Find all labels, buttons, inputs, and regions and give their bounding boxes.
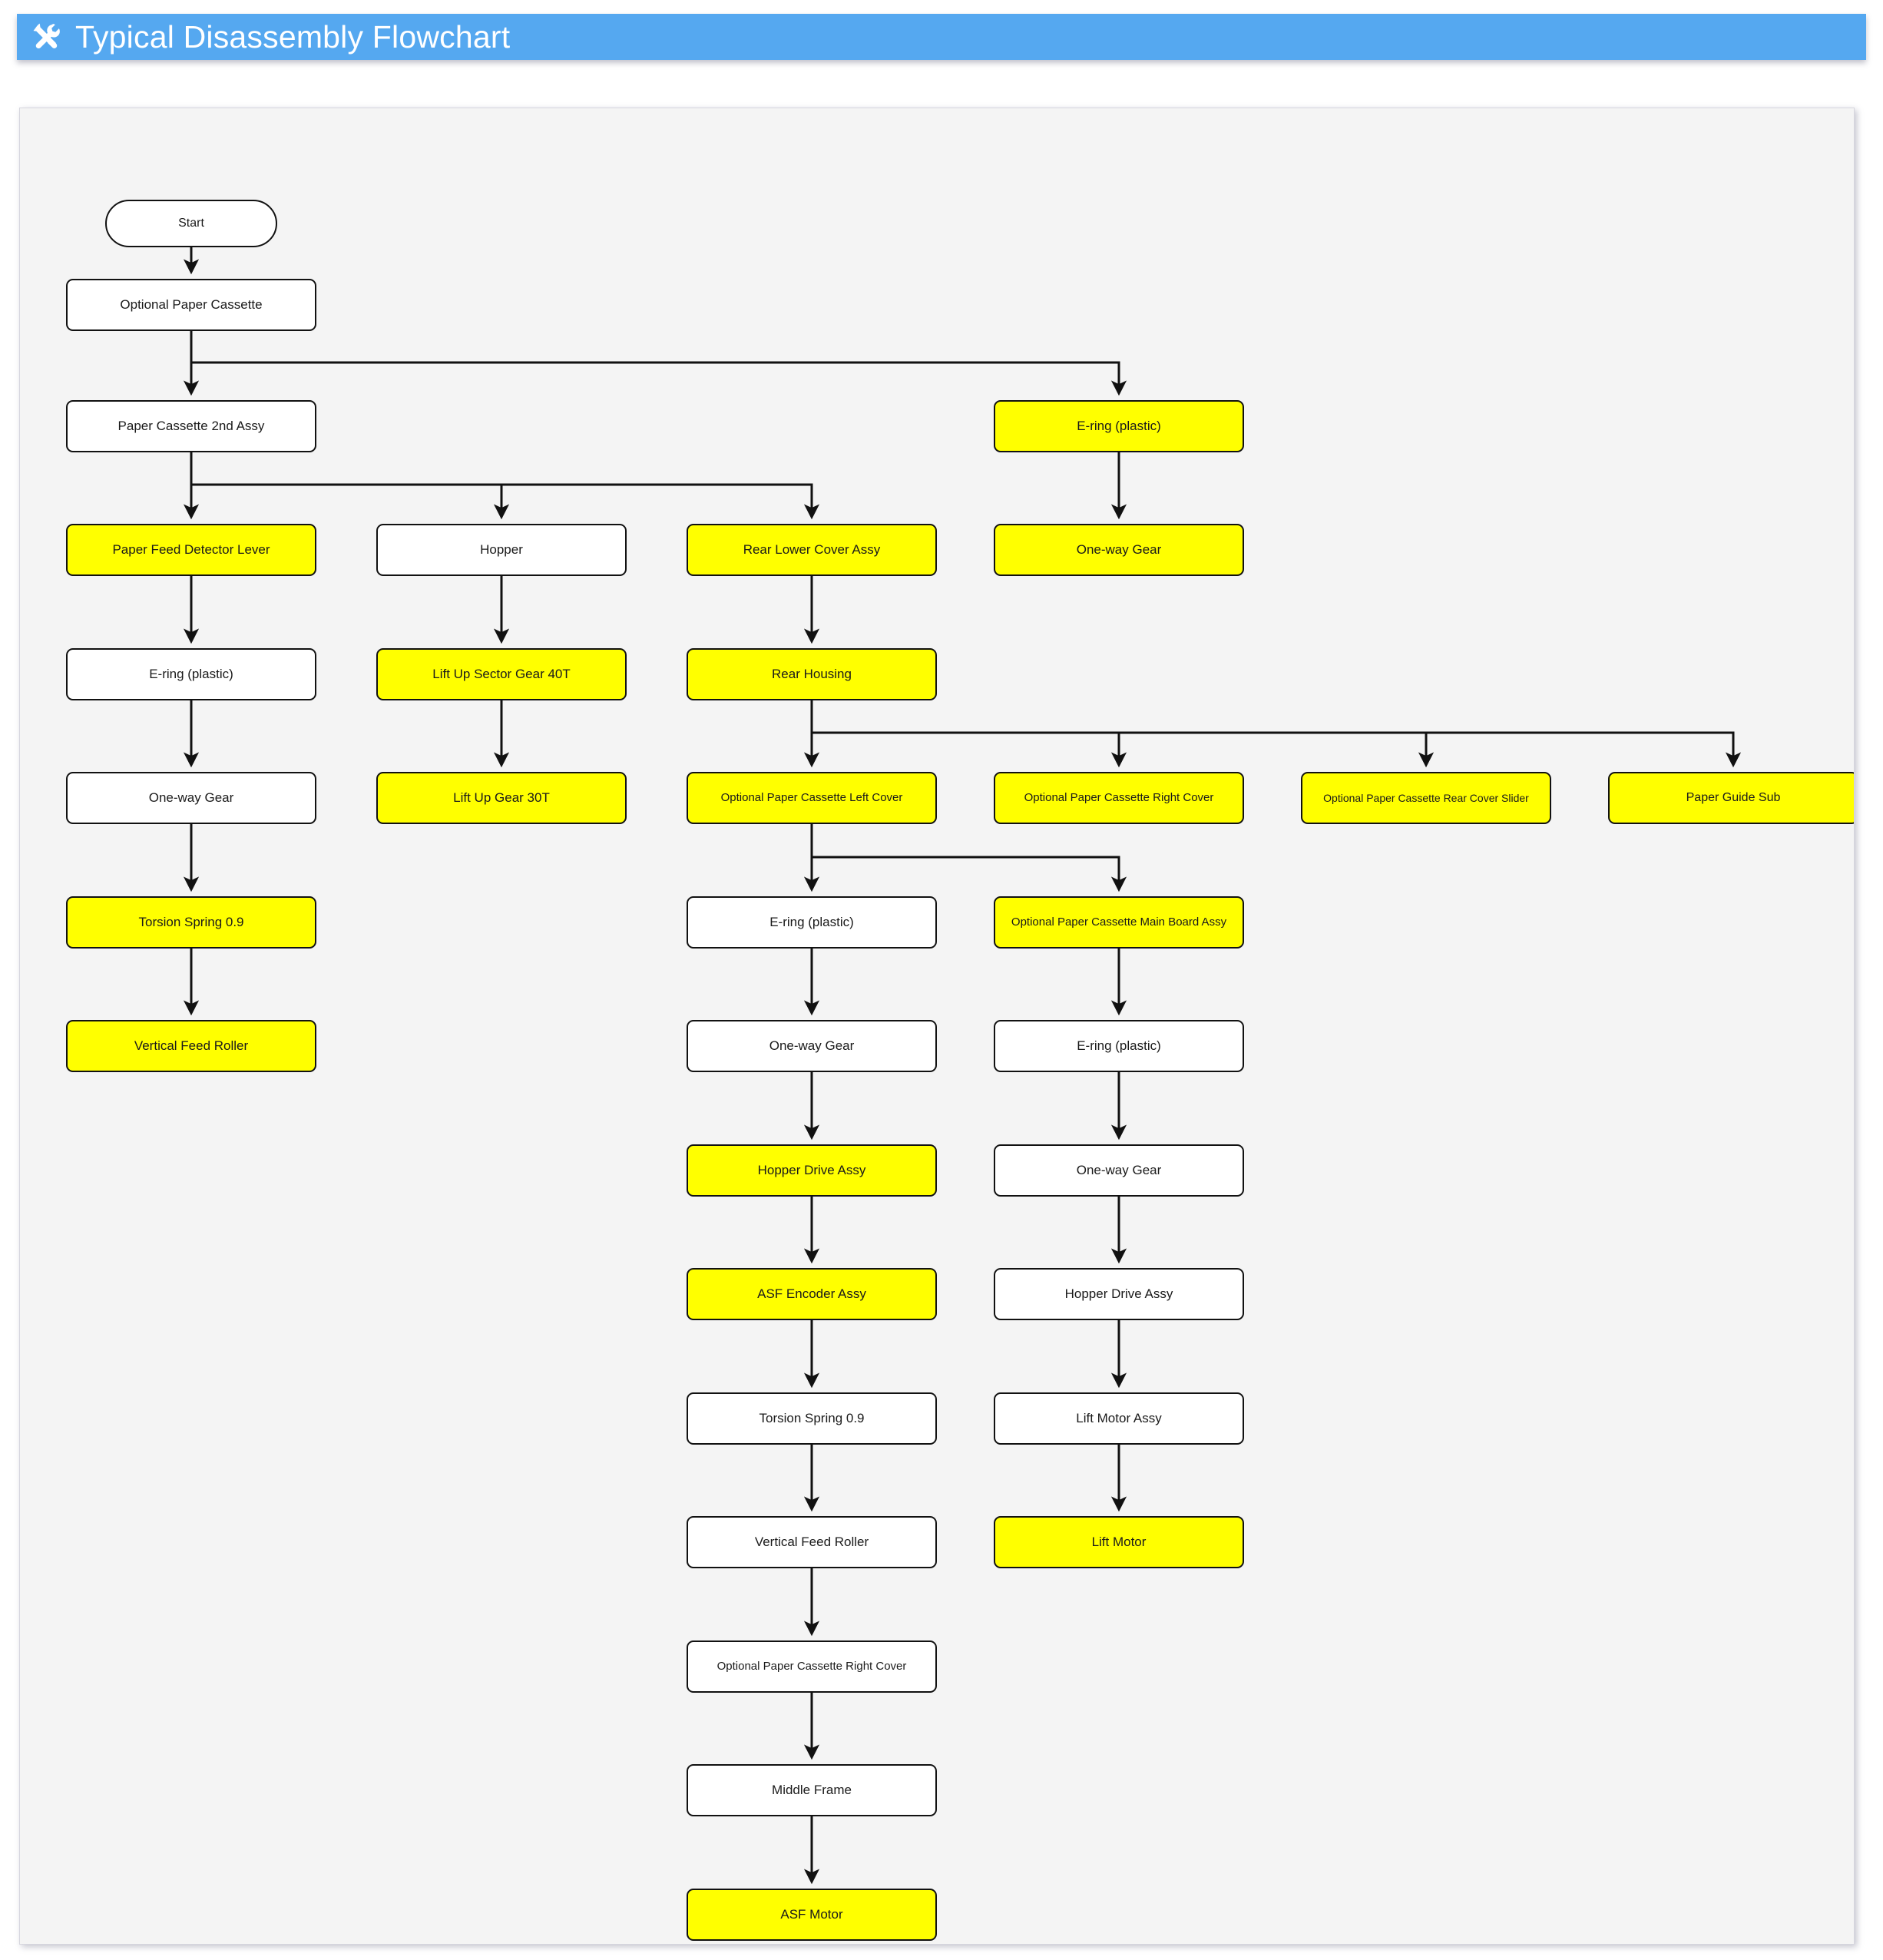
node-label: E-ring (plastic) [1077, 419, 1161, 434]
node-label: Lift Motor Assy [1076, 1411, 1162, 1426]
node-label: Lift Up Sector Gear 40T [432, 667, 571, 682]
node-label: Hopper Drive Assy [757, 1163, 866, 1178]
node-hopper-drive-assy-center[interactable]: Hopper Drive Assy [687, 1144, 937, 1197]
node-label: Optional Paper Cassette [120, 297, 263, 313]
tools-icon [33, 23, 60, 49]
page-title: Typical Disassembly Flowchart [75, 19, 511, 55]
node-e-ring-plastic-center[interactable]: E-ring (plastic) [687, 896, 937, 949]
node-label: Start [178, 216, 204, 230]
node-paper-feed-detector-lever[interactable]: Paper Feed Detector Lever [66, 524, 316, 576]
node-label: Vertical Feed Roller [134, 1038, 249, 1054]
node-label: Torsion Spring 0.9 [759, 1411, 865, 1426]
node-rear-housing[interactable]: Rear Housing [687, 648, 937, 700]
node-asf-encoder-assy[interactable]: ASF Encoder Assy [687, 1268, 937, 1320]
node-e-ring-plastic-left[interactable]: E-ring (plastic) [66, 648, 316, 700]
node-vertical-feed-roller-center[interactable]: Vertical Feed Roller [687, 1516, 937, 1568]
node-label: Vertical Feed Roller [754, 1535, 869, 1550]
node-asf-motor[interactable]: ASF Motor [687, 1889, 937, 1941]
node-optional-paper-cassette[interactable]: Optional Paper Cassette [66, 279, 316, 331]
node-e-ring-plastic-right[interactable]: E-ring (plastic) [994, 1020, 1244, 1072]
node-torsion-spring-09-left[interactable]: Torsion Spring 0.9 [66, 896, 316, 949]
node-label: Middle Frame [772, 1783, 852, 1798]
node-label: Rear Lower Cover Assy [743, 542, 881, 558]
node-hopper-drive-assy-right[interactable]: Hopper Drive Assy [994, 1268, 1244, 1320]
node-lift-motor-assy[interactable]: Lift Motor Assy [994, 1392, 1244, 1445]
node-label: Optional Paper Cassette Right Cover [1024, 791, 1214, 805]
node-rear-lower-cover-assy[interactable]: Rear Lower Cover Assy [687, 524, 937, 576]
node-optional-paper-cassette-main-board-assy[interactable]: Optional Paper Cassette Main Board Assy [994, 896, 1244, 949]
node-label: Paper Feed Detector Lever [112, 542, 270, 558]
node-label: Hopper [480, 542, 523, 558]
node-label: Hopper Drive Assy [1064, 1286, 1173, 1302]
node-optional-paper-cassette-right-cover-center[interactable]: Optional Paper Cassette Right Cover [687, 1641, 937, 1693]
node-one-way-gear-left[interactable]: One-way Gear [66, 772, 316, 824]
node-optional-paper-cassette-rear-cover-slider[interactable]: Optional Paper Cassette Rear Cover Slide… [1301, 772, 1551, 824]
node-label: One-way Gear [148, 790, 234, 806]
node-label: E-ring (plastic) [769, 915, 854, 930]
node-one-way-gear-center[interactable]: One-way Gear [687, 1020, 937, 1072]
node-label: E-ring (plastic) [149, 667, 233, 682]
node-e-ring-plastic-top[interactable]: E-ring (plastic) [994, 400, 1244, 452]
node-label: Rear Housing [772, 667, 852, 682]
node-hopper[interactable]: Hopper [376, 524, 627, 576]
node-label: Optional Paper Cassette Main Board Assy [1011, 915, 1227, 929]
node-lift-up-gear-30t[interactable]: Lift Up Gear 30T [376, 772, 627, 824]
node-label: ASF Motor [780, 1907, 843, 1922]
node-label: Lift Up Gear 30T [453, 790, 550, 806]
node-optional-paper-cassette-right-cover-row[interactable]: Optional Paper Cassette Right Cover [994, 772, 1244, 824]
node-paper-guide-sub[interactable]: Paper Guide Sub [1608, 772, 1854, 824]
node-torsion-spring-09-center[interactable]: Torsion Spring 0.9 [687, 1392, 937, 1445]
node-paper-cassette-2nd-assy[interactable]: Paper Cassette 2nd Assy [66, 400, 316, 452]
node-lift-up-sector-gear-40t[interactable]: Lift Up Sector Gear 40T [376, 648, 627, 700]
node-label: E-ring (plastic) [1077, 1038, 1161, 1054]
node-one-way-gear-right[interactable]: One-way Gear [994, 1144, 1244, 1197]
node-start[interactable]: Start [105, 200, 277, 247]
flowchart-canvas: Start Optional Paper Cassette Paper Cass… [19, 108, 1855, 1945]
node-label: Optional Paper Cassette Right Cover [716, 1660, 907, 1674]
node-label: Paper Cassette 2nd Assy [117, 419, 265, 434]
node-label: ASF Encoder Assy [757, 1286, 866, 1302]
node-label: Paper Guide Sub [1686, 790, 1781, 804]
flowchart-connectors [183, 247, 1742, 1885]
node-label: One-way Gear [769, 1038, 855, 1054]
node-middle-frame[interactable]: Middle Frame [687, 1764, 937, 1816]
node-label: Optional Paper Cassette Rear Cover Slide… [1323, 791, 1529, 804]
node-label: One-way Gear [1076, 1163, 1162, 1178]
node-lift-motor[interactable]: Lift Motor [994, 1516, 1244, 1568]
node-vertical-feed-roller-left[interactable]: Vertical Feed Roller [66, 1020, 316, 1072]
node-optional-paper-cassette-left-cover[interactable]: Optional Paper Cassette Left Cover [687, 772, 937, 824]
node-one-way-gear-top[interactable]: One-way Gear [994, 524, 1244, 576]
node-label: One-way Gear [1076, 542, 1162, 558]
node-label: Lift Motor [1091, 1535, 1147, 1550]
node-label: Torsion Spring 0.9 [138, 915, 244, 930]
page-header: Typical Disassembly Flowchart [17, 14, 1866, 60]
node-label: Optional Paper Cassette Left Cover [720, 791, 903, 805]
